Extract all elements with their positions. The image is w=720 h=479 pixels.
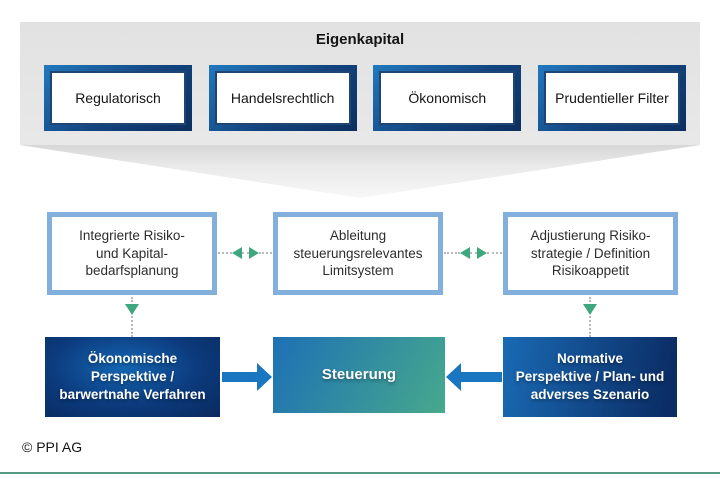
box-handelsrechtlich-label: Handelsrechtlich	[214, 71, 351, 125]
footer-divider-line	[0, 472, 720, 474]
arrowhead-down-icon	[125, 304, 139, 315]
banner-title: Eigenkapital	[315, 31, 405, 48]
box-handelsrechtlich: Handelsrechtlich	[208, 65, 357, 131]
dashed-down-arrow-planning-to-economic	[125, 297, 139, 337]
box-normative-perspektive: Normative Perspektive / Plan- und advers…	[503, 337, 677, 417]
copyright-text: © PPI AG	[22, 439, 83, 455]
box-regulatorisch: Regulatorisch	[44, 65, 192, 131]
solid-arrow-normative-to-steering	[446, 363, 502, 391]
dashed-bidirectional-arrow-limits-riskstrategy	[444, 246, 502, 260]
solid-arrow-economic-to-steering	[222, 363, 272, 391]
dotted-line	[444, 252, 460, 254]
dotted-line	[131, 297, 133, 337]
box-regulatorisch-label: Regulatorisch	[50, 71, 186, 125]
dotted-line	[469, 252, 477, 254]
arrowhead-left-icon	[231, 247, 242, 259]
dotted-line	[589, 297, 591, 337]
dotted-line	[486, 252, 502, 254]
box-oekonomisch-label: Ökonomisch	[379, 71, 516, 125]
arrow-shaft	[461, 372, 502, 382]
dashed-down-arrow-riskstrategy-to-normative	[583, 297, 597, 337]
box-adjustierung-risikostrategie: Adjustierung Risiko- strategie / Definit…	[503, 212, 678, 295]
dotted-line	[241, 252, 249, 254]
arrowhead-left-icon	[446, 363, 461, 391]
dotted-line	[258, 252, 272, 254]
arrowhead-right-icon	[248, 247, 259, 259]
box-oekonomisch: Ökonomisch	[373, 65, 522, 131]
dashed-bidirectional-arrow-planning-limits	[218, 246, 272, 260]
eigenkapital-box-row: Regulatorisch Handelsrechtlich Ökonomisc…	[44, 65, 686, 131]
box-integrierte-risiko-kapitalbedarfsplanung: Integrierte Risiko- und Kapital- bedarfs…	[47, 212, 217, 295]
box-prudentieller-filter-label: Prudentieller Filter	[543, 71, 680, 125]
arrowhead-down-icon	[583, 304, 597, 315]
banner-down-chevron-icon	[20, 145, 700, 198]
arrowhead-right-icon	[257, 363, 272, 391]
arrow-shaft	[222, 372, 257, 382]
box-oekonomische-perspektive: Ökonomische Perspektive / barwertnahe Ve…	[45, 337, 220, 417]
box-steuerung: Steuerung	[273, 337, 445, 413]
arrowhead-left-icon	[459, 247, 470, 259]
box-prudentieller-filter: Prudentieller Filter	[537, 65, 686, 131]
box-ableitung-limitsystem: Ableitung steuerungsrelevantes Limitsyst…	[273, 212, 443, 295]
dotted-line	[218, 252, 232, 254]
arrowhead-right-icon	[476, 247, 487, 259]
